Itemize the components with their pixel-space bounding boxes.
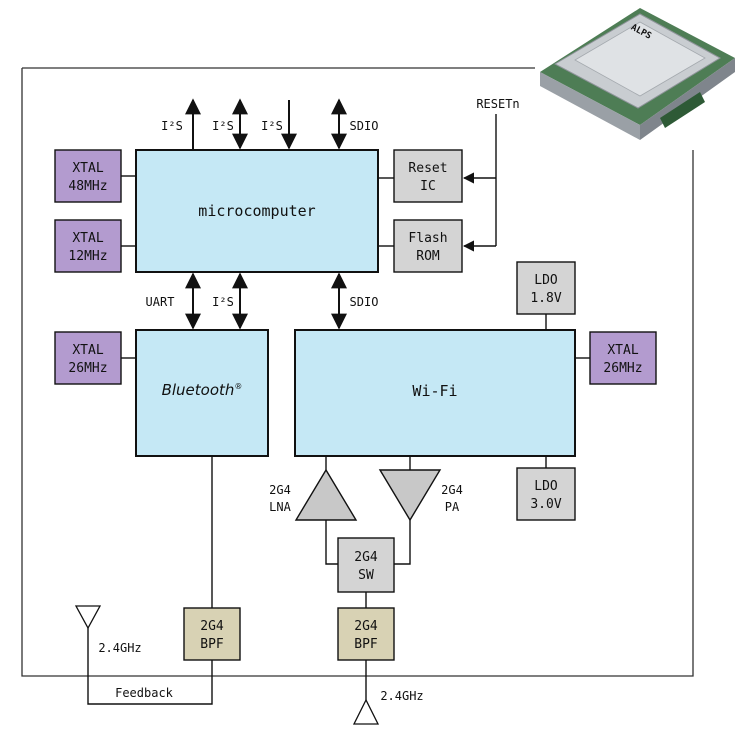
lna-line2: LNA [269,500,291,514]
feedback-label: Feedback [115,686,174,700]
xtal-12mhz-block [54,219,122,273]
top-signal-arrows [185,98,347,150]
xtal-26mhz-left-block [54,331,122,385]
rf-switch-block [337,537,395,593]
module-outline [21,67,694,677]
bpf-left-line1: 2G4 [200,619,224,634]
flash-rom-line1: Flash [408,231,447,246]
lna-amplifier [294,468,358,521]
top-sdio-label: SDIO [350,119,379,133]
xtal-26mhz-right-line1: XTAL [607,343,638,358]
freq-left-label: 2.4GHz [98,641,141,655]
mid-sdio-label: SDIO [350,295,379,309]
xtal-26mhz-right-line2: 26MHz [603,361,642,376]
xtal-48mhz-line1: XTAL [72,161,103,176]
xtal-26mhz-left-line2: 26MHz [68,361,107,376]
module-photo: ALPS [540,8,735,140]
rf-switch-line2: SW [358,568,374,583]
pa-line2: PA [445,500,460,514]
reset-ic-block [393,149,463,203]
rf-switch-line1: 2G4 [354,550,378,565]
lna-line1: 2G4 [269,483,291,497]
resetn-lines [378,114,497,252]
middle-signal-arrows [185,272,347,330]
wifi-block [294,329,576,457]
top-i2s-label-2: I²S [212,119,234,133]
ldo-3v0-line1: LDO [534,479,558,494]
xtal-26mhz-right-block [589,331,657,385]
bluetooth-block [135,329,269,457]
reset-ic-line2: IC [420,179,436,194]
ldo-1v8-block [516,261,576,315]
top-i2s-label-1: I²S [161,119,183,133]
reset-ic-line1: Reset [408,161,447,176]
flash-rom-block [393,219,463,273]
bluetooth-reg-mark: ® [234,382,242,391]
microcomputer-label: microcomputer [198,202,315,220]
ldo-3v0-block [516,467,576,521]
uart-label: UART [146,295,175,309]
resetn-label: RESETn [476,97,519,111]
bluetooth-label: Bluetooth® [162,381,243,399]
xtal-12mhz-line1: XTAL [72,231,103,246]
pa-amplifier [378,469,442,522]
wifi-label: Wi-Fi [412,382,457,400]
rf-lines [87,456,411,705]
xtal-12mhz-line2: 12MHz [68,249,107,264]
bpf-right-block [337,607,395,661]
ldo-3v0-line2: 3.0V [530,497,561,512]
flash-rom-line2: ROM [416,249,440,264]
bpf-left-line2: BPF [200,637,224,652]
xtal-connectors [121,175,590,468]
freq-bottom-label: 2.4GHz [380,689,423,703]
xtal-26mhz-left-line1: XTAL [72,343,103,358]
mid-i2s-label: I²S [212,295,234,309]
ldo-1v8-line1: LDO [534,273,558,288]
microcomputer-block [135,149,379,273]
bluetooth-text: Bluetooth [162,381,235,399]
bpf-left-block [183,607,241,661]
antenna-bottom-icon [352,698,380,725]
antenna-left-icon [74,605,102,630]
bpf-right-line1: 2G4 [354,619,378,634]
bpf-right-line2: BPF [354,637,378,652]
xtal-48mhz-line2: 48MHz [68,179,107,194]
pa-line1: 2G4 [441,483,463,497]
xtal-48mhz-block [54,149,122,203]
top-i2s-label-3: I²S [261,119,283,133]
ldo-1v8-line2: 1.8V [530,291,561,306]
